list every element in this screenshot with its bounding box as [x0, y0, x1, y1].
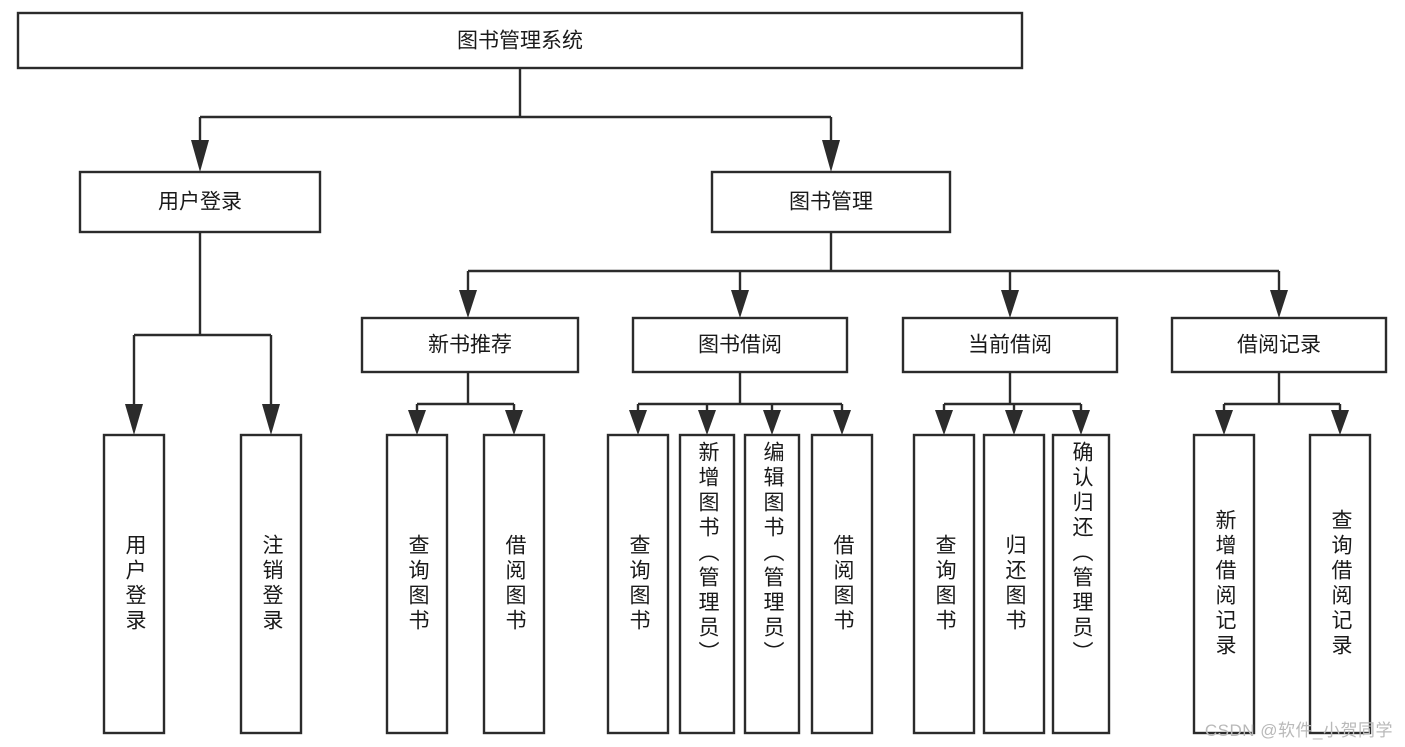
- leaf-return-book[interactable]: 归还图书: [984, 435, 1044, 733]
- arrow-head-leaf-borrow-book: [833, 410, 851, 435]
- leaf-logout-login[interactable]: 注销登录: [241, 435, 301, 733]
- connectors-new-book-recommend-to-leaves: [408, 372, 523, 435]
- leaf-edit-book-admin-box[interactable]: [743, 433, 801, 735]
- node-book-manage-box[interactable]: [710, 170, 952, 234]
- leaf-add-book-admin[interactable]: 新增图书（管理员）: [680, 435, 734, 733]
- arrow-head-leaf-query-book-current: [935, 410, 953, 435]
- leaf-return-book-box[interactable]: [982, 433, 1046, 735]
- leaf-query-book-borrow-label: 查询图书: [627, 534, 651, 634]
- arrow-head-leaf-query-book-rec: [408, 410, 426, 435]
- connectors-user-login-to-leaves: [125, 232, 280, 435]
- arrow-head-leaf-confirm-return-admin: [1072, 410, 1090, 435]
- leaf-user-login-label: 用户登录: [123, 534, 147, 634]
- leaf-add-book-admin-label: 新增图书（管理员）: [696, 441, 720, 666]
- node-borrow-record[interactable]: 借阅记录: [1170, 316, 1388, 374]
- node-borrow-record-label: 借阅记录: [1237, 334, 1321, 357]
- connectors-root-to-level2: [191, 68, 840, 172]
- connectors-book-manage-to-level3: [459, 232, 1288, 318]
- node-user-login-label: 用户登录: [158, 191, 242, 214]
- arrow-head-leaf-borrow-book-rec: [505, 410, 523, 435]
- arrow-head-book-borrow: [731, 290, 749, 318]
- leaf-query-borrow-record[interactable]: 查询借阅记录: [1310, 435, 1370, 733]
- arrow-head-leaf-add-borrow-record: [1215, 410, 1233, 435]
- node-user-login[interactable]: 用户登录: [78, 170, 322, 234]
- arrow-head-new-book-recommend: [459, 290, 477, 318]
- leaf-borrow-book-label: 借阅图书: [831, 534, 855, 634]
- node-current-borrow[interactable]: 当前借阅: [901, 316, 1119, 374]
- leaf-borrow-book[interactable]: 借阅图书: [812, 435, 872, 733]
- leaf-confirm-return-admin[interactable]: 确认归还（管理员）: [1053, 435, 1109, 733]
- node-user-login-box[interactable]: [78, 170, 322, 234]
- leaf-borrow-book-box[interactable]: [810, 433, 874, 735]
- connectors-borrow-record-to-leaves: [1215, 372, 1349, 435]
- arrow-head-leaf-query-borrow-record: [1331, 410, 1349, 435]
- leaf-query-book-borrow-box[interactable]: [606, 433, 670, 735]
- connectors-book-borrow-to-leaves: [629, 372, 851, 435]
- leaf-query-book-rec-label: 查询图书: [406, 534, 430, 634]
- node-book-borrow-box[interactable]: [631, 316, 849, 374]
- leaf-borrow-book-rec-label: 借阅图书: [503, 534, 527, 634]
- arrow-head-leaf-user-login: [125, 404, 143, 435]
- node-root[interactable]: 图书管理系统: [16, 11, 1024, 70]
- node-book-manage[interactable]: 图书管理: [710, 170, 952, 234]
- watermark-text: CSDN @软件_小贺同学: [1204, 721, 1393, 740]
- node-root-box[interactable]: [16, 11, 1024, 70]
- leaf-edit-book-admin-label: 编辑图书（管理员）: [761, 441, 785, 666]
- arrow-head-current-borrow: [1001, 290, 1019, 318]
- node-new-book-recommend[interactable]: 新书推荐: [360, 316, 580, 374]
- node-root-label: 图书管理系统: [457, 30, 583, 53]
- node-new-book-recommend-box[interactable]: [360, 316, 580, 374]
- arrow-head-book-manage: [822, 140, 840, 172]
- leaf-query-borrow-record-label: 查询借阅记录: [1329, 509, 1353, 659]
- leaf-add-book-admin-box[interactable]: [678, 433, 736, 735]
- leaf-user-login-box[interactable]: [102, 433, 166, 735]
- leaf-logout-login-box[interactable]: [239, 433, 303, 735]
- leaf-logout-login-label: 注销登录: [260, 534, 284, 634]
- leaf-edit-book-admin[interactable]: 编辑图书（管理员）: [745, 435, 799, 733]
- connectors-current-borrow-to-leaves: [935, 372, 1090, 435]
- arrow-head-user-login: [191, 140, 209, 172]
- arrow-head-leaf-logout-login: [262, 404, 280, 435]
- arrow-head-borrow-record: [1270, 290, 1288, 318]
- leaf-borrow-book-rec[interactable]: 借阅图书: [484, 435, 544, 733]
- leaf-confirm-return-admin-box[interactable]: [1051, 433, 1111, 735]
- arrow-head-leaf-return-book: [1005, 410, 1023, 435]
- leaf-query-book-current-box[interactable]: [912, 433, 976, 735]
- leaf-add-borrow-record-label: 新增借阅记录: [1213, 509, 1237, 659]
- leaf-user-login[interactable]: 用户登录: [104, 435, 164, 733]
- leaf-query-borrow-record-box[interactable]: [1308, 433, 1372, 735]
- leaf-add-borrow-record[interactable]: 新增借阅记录: [1194, 435, 1254, 733]
- node-new-book-recommend-label: 新书推荐: [428, 334, 512, 357]
- node-current-borrow-box[interactable]: [901, 316, 1119, 374]
- leaf-borrow-book-rec-box[interactable]: [482, 433, 546, 735]
- leaf-return-book-label: 归还图书: [1003, 534, 1027, 634]
- leaf-confirm-return-admin-label: 确认归还（管理员）: [1070, 441, 1094, 666]
- arrow-head-leaf-query-book-borrow: [629, 410, 647, 435]
- leaf-query-book-rec[interactable]: 查询图书: [387, 435, 447, 733]
- node-book-borrow[interactable]: 图书借阅: [631, 316, 849, 374]
- leaf-query-book-rec-box[interactable]: [385, 433, 449, 735]
- leaf-query-book-current-label: 查询图书: [933, 534, 957, 634]
- leaf-query-book-borrow[interactable]: 查询图书: [608, 435, 668, 733]
- node-borrow-record-box[interactable]: [1170, 316, 1388, 374]
- leaf-boxes: [102, 433, 1372, 735]
- leaf-query-book-current[interactable]: 查询图书: [914, 435, 974, 733]
- arrow-head-leaf-edit-book-admin: [763, 410, 781, 435]
- node-current-borrow-label: 当前借阅: [968, 334, 1052, 357]
- node-book-borrow-label: 图书借阅: [698, 334, 782, 357]
- arrow-head-leaf-add-book-admin: [698, 410, 716, 435]
- node-book-manage-label: 图书管理: [789, 191, 873, 214]
- leaf-add-borrow-record-box[interactable]: [1192, 433, 1256, 735]
